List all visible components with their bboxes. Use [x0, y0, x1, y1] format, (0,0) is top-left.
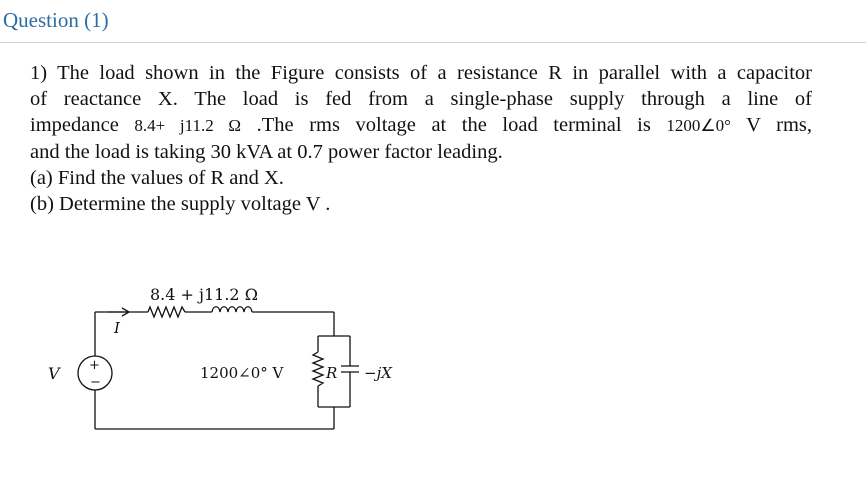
load-voltage-label: 1200∠0° V — [200, 364, 285, 382]
current-arrow-head — [121, 307, 131, 317]
source-plus-sign: + — [89, 358, 100, 373]
rms-voltage-text: .The rms voltage at the load terminal is — [256, 114, 651, 136]
problem-line-4: and the load is taking 30 kVA at 0.7 pow… — [30, 141, 503, 163]
problem-statement: 1) The load shown in the Figure consists… — [30, 60, 812, 217]
question-title: Question (1) — [3, 8, 109, 32]
source-minus-sign: − — [90, 375, 101, 390]
load-resistor-symbol — [311, 351, 325, 387]
line-resistor-symbol — [147, 305, 186, 319]
load-voltage-value: 1200∠0° — [666, 116, 731, 135]
load-resistor-label: R — [325, 364, 337, 382]
part-a: (a) Find the values of R and X. — [30, 167, 284, 189]
load-capacitor-label: −jX — [364, 364, 393, 382]
rms-unit-text: V rms, — [746, 114, 813, 136]
title-divider — [0, 42, 866, 43]
part-b: (b) Determine the supply voltage V . — [30, 193, 331, 215]
impedance-word: impedance — [30, 114, 119, 136]
source-voltage-label: V — [48, 364, 61, 383]
line-inductor-symbol — [211, 306, 253, 313]
line-impedance-value: 8.4+ j11.2 Ω — [134, 116, 242, 135]
problem-line-1: 1) The load shown in the Figure consists… — [30, 62, 812, 84]
problem-line-3: impedance 8.4+ j11.2 Ω .The rms voltage … — [30, 112, 812, 139]
problem-line-2: of reactance X. The load is fed from a s… — [30, 88, 812, 110]
line-impedance-label: 8.4 + j11.2 Ω — [150, 285, 258, 304]
current-label: I — [113, 319, 121, 337]
